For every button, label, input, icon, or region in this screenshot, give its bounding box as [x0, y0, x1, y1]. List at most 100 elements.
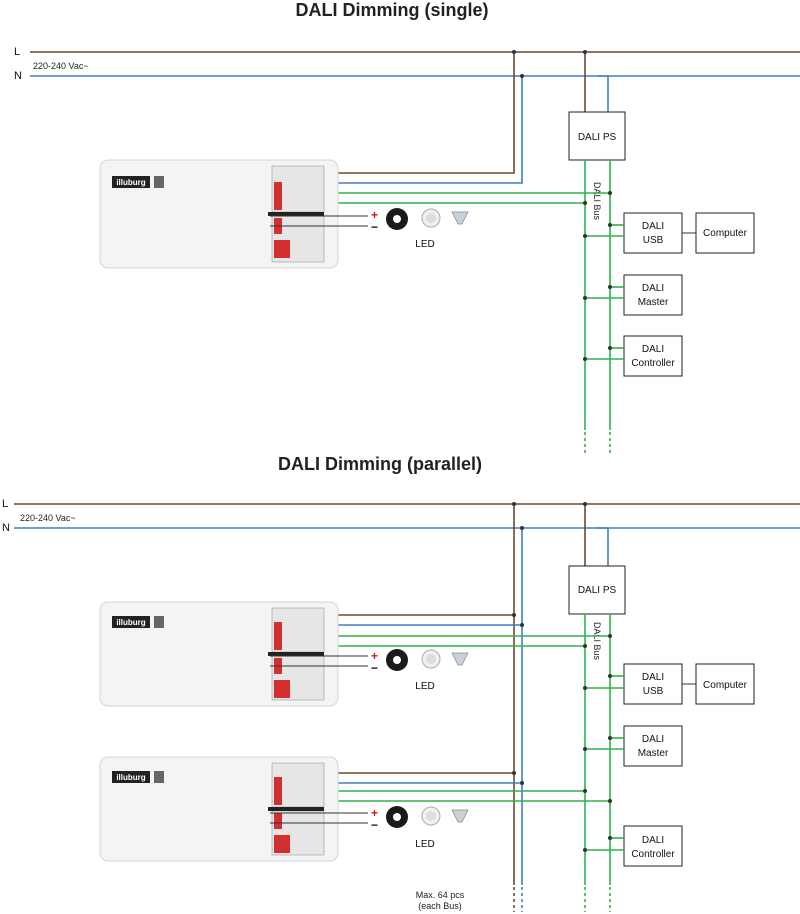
brand-logo-text: illuburg: [116, 178, 145, 187]
dali-master-box: [623, 274, 683, 316]
terminal-red-strip: [274, 777, 282, 805]
downlight-icon-core: [426, 654, 436, 664]
max-devices-note-2: (each Bus): [418, 901, 462, 911]
computer-label: Computer: [703, 680, 748, 691]
plus-sign: +: [371, 208, 378, 222]
dip-switch: [274, 240, 290, 258]
dali-master-label-2: Master: [638, 748, 669, 759]
junction-dot: [583, 644, 587, 648]
section-single: DALI Dimming (single) L N 220-240 Vac~ D…: [14, 0, 800, 455]
junction-dot: [608, 634, 612, 638]
dali-ps-box: [568, 565, 626, 615]
terminal-divider: [268, 652, 324, 656]
junction-dot: [520, 781, 524, 785]
dali-controller-label-2: Controller: [631, 849, 675, 860]
junction-dot: [583, 296, 587, 300]
terminal-divider: [268, 807, 324, 811]
line-L-label: L: [14, 46, 20, 58]
dali-controller-label-1: DALI: [642, 344, 664, 355]
led-driver: illuburg: [99, 601, 339, 707]
junction-dot: [608, 191, 612, 195]
junction-dot: [608, 836, 612, 840]
brand-logo: [112, 771, 150, 783]
minus-sign: −: [371, 818, 378, 832]
downlight-icon-core: [426, 213, 436, 223]
ps-neutral-wire: [598, 75, 609, 112]
junction-dot: [512, 771, 516, 775]
junction-dot: [608, 674, 612, 678]
junction-dot: [512, 50, 516, 54]
minus-sign: −: [371, 661, 378, 675]
junction-dot: [512, 502, 516, 506]
junction-dot: [583, 50, 587, 54]
brand-logo-text: illuburg: [116, 773, 145, 782]
led-strip-icon-core: [393, 813, 401, 821]
max-devices-note: Max. 64 pcs: [416, 890, 465, 900]
junction-dot: [608, 285, 612, 289]
line-N-label: N: [2, 522, 10, 534]
dali-usb-label-2: USB: [643, 235, 664, 246]
junction-dot: [512, 613, 516, 617]
junction-dot: [583, 848, 587, 852]
dali-master-label-2: Master: [638, 297, 669, 308]
dali-usb-box: [623, 663, 683, 705]
qr-code-icon: [154, 176, 164, 188]
led-strip-icon-core: [393, 215, 401, 223]
junction-dot: [608, 346, 612, 350]
junction-dot: [583, 201, 587, 205]
dali-master-label-1: DALI: [642, 734, 664, 745]
line-N-label: N: [14, 70, 22, 82]
spot-bulb-icon: [451, 652, 469, 666]
dali-master-label-1: DALI: [642, 283, 664, 294]
section-title: DALI Dimming (single): [296, 0, 489, 20]
computer-box: [695, 212, 755, 254]
terminal-red-strip: [274, 622, 282, 650]
dali-usb-label-1: DALI: [642, 221, 664, 232]
voltage-label: 220-240 Vac~: [33, 61, 89, 71]
ps-neutral-wire: [598, 527, 609, 566]
minus-sign: −: [371, 220, 378, 234]
dali-ps-label: DALI PS: [578, 132, 617, 143]
dali-usb-label-1: DALI: [642, 672, 664, 683]
terminal-divider: [268, 212, 324, 216]
junction-dot: [583, 686, 587, 690]
dali-master-box: [623, 725, 683, 767]
downlight-icon-core: [426, 811, 436, 821]
dali-controller-box: [623, 335, 683, 377]
led-label: LED: [415, 239, 434, 250]
dip-switch: [274, 680, 290, 698]
terminal-red-strip: [274, 182, 282, 210]
junction-dot: [608, 223, 612, 227]
driver-neutral-wire: [330, 76, 523, 184]
section-parallel: DALI Dimming (parallel) L N 220-240 Vac~…: [2, 454, 800, 912]
dali-bus-label: DALI Bus: [592, 622, 602, 661]
computer-label: Computer: [703, 228, 748, 239]
qr-code-icon: [154, 771, 164, 783]
junction-dot: [608, 736, 612, 740]
brand-logo: [112, 616, 150, 628]
junction-dot: [520, 623, 524, 627]
led-driver: illuburg: [99, 756, 339, 862]
section-title: DALI Dimming (parallel): [278, 454, 482, 474]
junction-dot: [520, 74, 524, 78]
junction-dot: [520, 526, 524, 530]
junction-dot: [583, 234, 587, 238]
junction-dot: [583, 747, 587, 751]
dip-switch: [274, 835, 290, 853]
dali-ps-box: [568, 111, 626, 161]
dali-usb-box: [623, 212, 683, 254]
spot-bulb-icon: [451, 211, 469, 225]
dali-controller-label-1: DALI: [642, 835, 664, 846]
dali-bus-label: DALI Bus: [592, 182, 602, 221]
brand-logo-text: illuburg: [116, 618, 145, 627]
qr-code-icon: [154, 616, 164, 628]
dali-usb-label-2: USB: [643, 686, 664, 697]
plus-sign: +: [371, 649, 378, 663]
voltage-label: 220-240 Vac~: [20, 513, 76, 523]
junction-dot: [583, 357, 587, 361]
led-label: LED: [415, 839, 434, 850]
terminal-red-strip: [274, 813, 282, 829]
line-L-label: L: [2, 498, 8, 510]
led-driver: illuburg: [99, 159, 339, 269]
